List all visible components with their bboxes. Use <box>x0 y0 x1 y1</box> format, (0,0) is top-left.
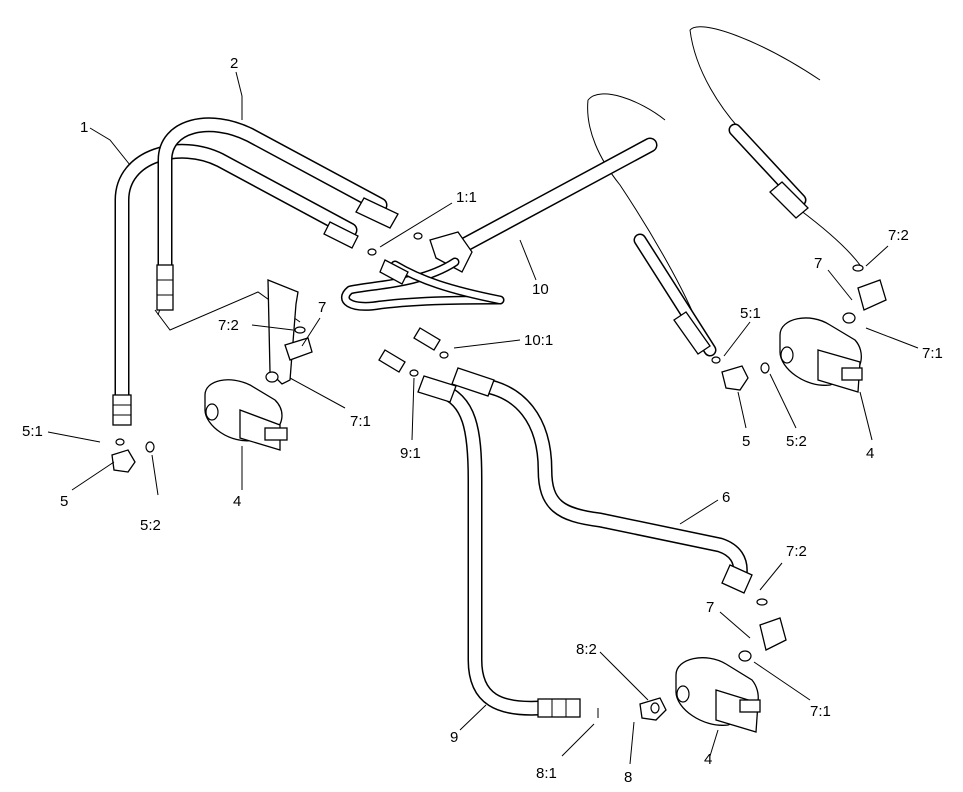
callout-7-2-left: 7:2 <box>218 317 239 334</box>
callout-7-1-right-top: 7:1 <box>922 345 943 362</box>
callout-9-1: 9:1 <box>400 445 421 462</box>
hose-6 <box>451 367 753 594</box>
callout-5-1-left: 5:1 <box>22 423 43 440</box>
callout-5-2-right: 5:2 <box>786 433 807 450</box>
callout-labels: 1 2 1:1 7:2 7 10 10:1 5:1 5 5:2 4 7:1 9:… <box>22 55 943 786</box>
hose-right-top <box>633 123 809 357</box>
callout-7-1-left: 7:1 <box>350 413 371 430</box>
callout-4-right-top: 4 <box>866 445 874 462</box>
callout-8-2: 8:2 <box>576 641 597 658</box>
callout-5-right: 5 <box>742 433 750 450</box>
callout-4-bottom: 4 <box>704 751 712 768</box>
callout-7-bottom: 7 <box>706 599 714 616</box>
callout-5-2-left: 5:2 <box>140 517 161 534</box>
pump-left <box>204 279 313 451</box>
callout-10: 10 <box>532 281 549 298</box>
callout-5-1-right: 5:1 <box>740 305 761 322</box>
pump-right-top <box>711 264 887 393</box>
callout-8-1: 8:1 <box>536 765 557 782</box>
callout-10-1: 10:1 <box>524 332 553 349</box>
callout-4-left: 4 <box>233 493 241 510</box>
callout-1-1: 1:1 <box>456 189 477 206</box>
callout-7-2-bottom: 7:2 <box>786 543 807 560</box>
hose-9 <box>417 375 581 718</box>
callout-6: 6 <box>722 489 730 506</box>
callout-2: 2 <box>230 55 238 72</box>
hose-2 <box>156 117 399 311</box>
callout-9: 9 <box>450 729 458 746</box>
center-fittings <box>367 232 449 377</box>
hose-1 <box>112 143 359 426</box>
callout-7-1-bottom: 7:1 <box>810 703 831 720</box>
callout-1: 1 <box>80 119 88 136</box>
frame-outline <box>154 26 861 331</box>
leader-lines <box>47 71 919 765</box>
callout-7-left: 7 <box>318 299 326 316</box>
callout-5-left: 5 <box>60 493 68 510</box>
callout-8: 8 <box>624 769 632 786</box>
callout-7-2-right-top: 7:2 <box>888 227 909 244</box>
fitting-5-left <box>111 438 155 473</box>
callout-7-right-top: 7 <box>814 255 822 272</box>
pump-bottom <box>597 598 787 733</box>
